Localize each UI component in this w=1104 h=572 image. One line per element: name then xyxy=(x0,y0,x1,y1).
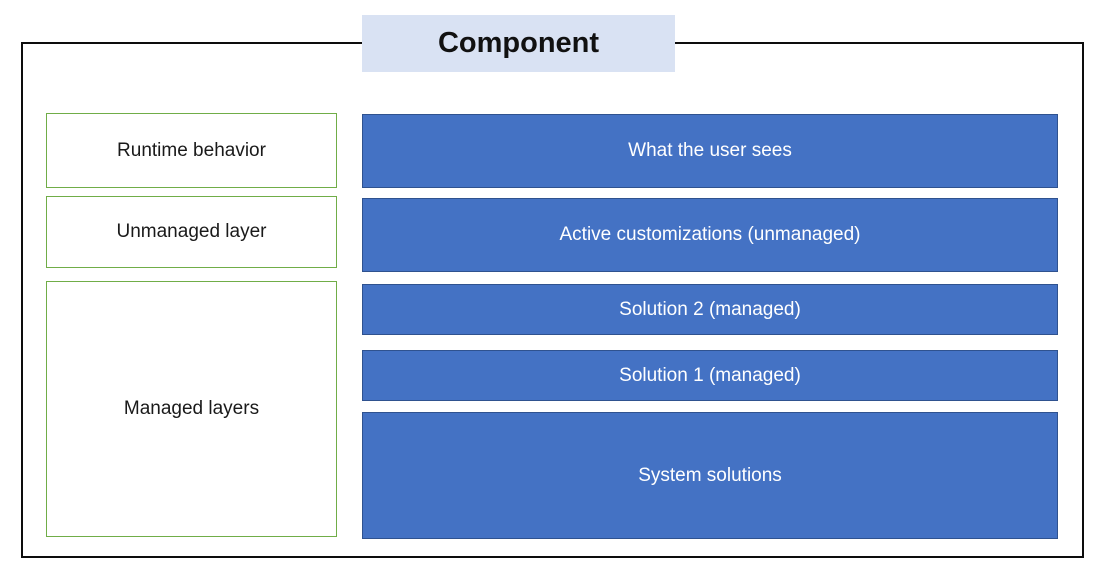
layer-bar-what-the-user-sees: What the user sees xyxy=(362,114,1058,188)
label-box-runtime-behavior: Runtime behavior xyxy=(46,113,337,188)
layer-text: Solution 2 (managed) xyxy=(619,298,801,320)
label-text: Runtime behavior xyxy=(117,139,266,161)
label-box-managed-layers: Managed layers xyxy=(46,281,337,537)
label-text: Managed layers xyxy=(123,398,260,419)
layer-bar-system-solutions: System solutions xyxy=(362,412,1058,539)
component-title: Component xyxy=(437,27,600,59)
component-title-box: Component xyxy=(362,15,675,72)
layer-bar-solution-2: Solution 2 (managed) xyxy=(362,284,1058,335)
label-box-unmanaged-layer: Unmanaged layer xyxy=(46,196,337,268)
layer-text: System solutions xyxy=(638,464,782,486)
layer-text: Solution 1 (managed) xyxy=(619,364,801,386)
label-text: Unmanaged layer xyxy=(116,221,267,242)
layer-text: What the user sees xyxy=(628,140,792,161)
layer-text: Active customizations (unmanaged) xyxy=(559,224,861,245)
layer-bar-active-customizations: Active customizations (unmanaged) xyxy=(362,198,1058,272)
layer-bar-solution-1: Solution 1 (managed) xyxy=(362,350,1058,401)
